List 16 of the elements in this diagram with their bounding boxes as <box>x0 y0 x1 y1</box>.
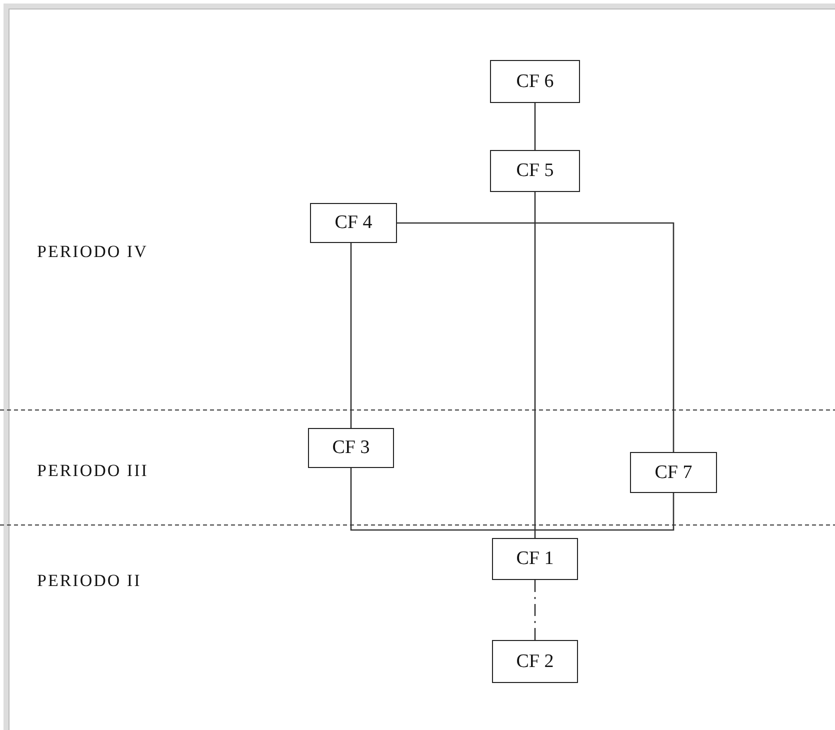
process-box: CF 7 <box>630 452 717 493</box>
period-label: PERIODO III <box>37 461 148 481</box>
connector-line <box>534 580 536 640</box>
connector-line <box>534 192 536 538</box>
connector-line <box>397 222 674 452</box>
process-box: CF 1 <box>492 538 578 580</box>
connector-line <box>350 243 352 428</box>
connector-line <box>350 468 674 531</box>
process-box: CF 6 <box>490 60 580 103</box>
period-label: PERIODO II <box>37 571 142 591</box>
connector-line <box>534 103 536 150</box>
process-box: CF 2 <box>492 640 578 683</box>
period-label: PERIODO IV <box>37 242 148 262</box>
process-box: CF 3 <box>308 428 394 468</box>
process-box: CF 4 <box>310 203 397 243</box>
process-box: CF 5 <box>490 150 580 192</box>
